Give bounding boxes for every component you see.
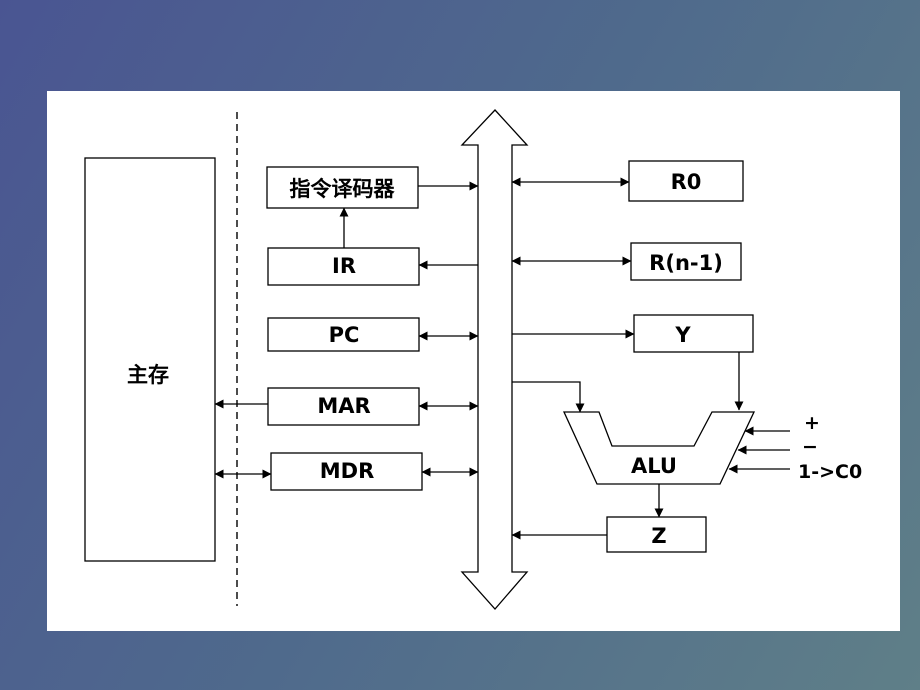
mdr-register: MDR [270, 452, 423, 491]
alu: ALU [562, 411, 756, 485]
internal-bus [460, 109, 529, 610]
mar-label: MAR [317, 394, 370, 418]
pc-label: PC [329, 323, 360, 347]
main-memory-label: 主存 [127, 363, 169, 387]
main-memory: 主存 [84, 157, 216, 562]
z-label: Z [651, 524, 666, 548]
alu-label: ALU [631, 454, 677, 478]
ir-register: IR [267, 247, 420, 286]
r0-register: R0 [628, 160, 744, 202]
y-label: Y [674, 323, 691, 347]
r0-label: R0 [671, 170, 702, 194]
plus-signal-label: + [804, 412, 820, 434]
cpu-datapath-diagram: 主存 指令译码器 IR PC MAR MDR R0 [84, 109, 862, 610]
mar-register: MAR [267, 387, 420, 426]
ir-label: IR [332, 254, 356, 278]
bus-to-alu-arrow [512, 381, 585, 413]
instruction-decoder-label: 指令译码器 [290, 177, 396, 201]
instruction-decoder: 指令译码器 [266, 166, 419, 209]
carry-signal-label: 1->C0 [798, 461, 862, 483]
rn1-register: R(n-1) [630, 242, 742, 281]
pc-register: PC [267, 317, 420, 352]
mdr-label: MDR [320, 459, 375, 483]
diagram-panel: 主存 指令译码器 IR PC MAR MDR R0 [47, 91, 900, 631]
z-register: Z [606, 516, 707, 553]
y-register: Y [633, 314, 754, 353]
rn1-label: R(n-1) [649, 251, 723, 275]
minus-signal-label: − [802, 436, 818, 458]
